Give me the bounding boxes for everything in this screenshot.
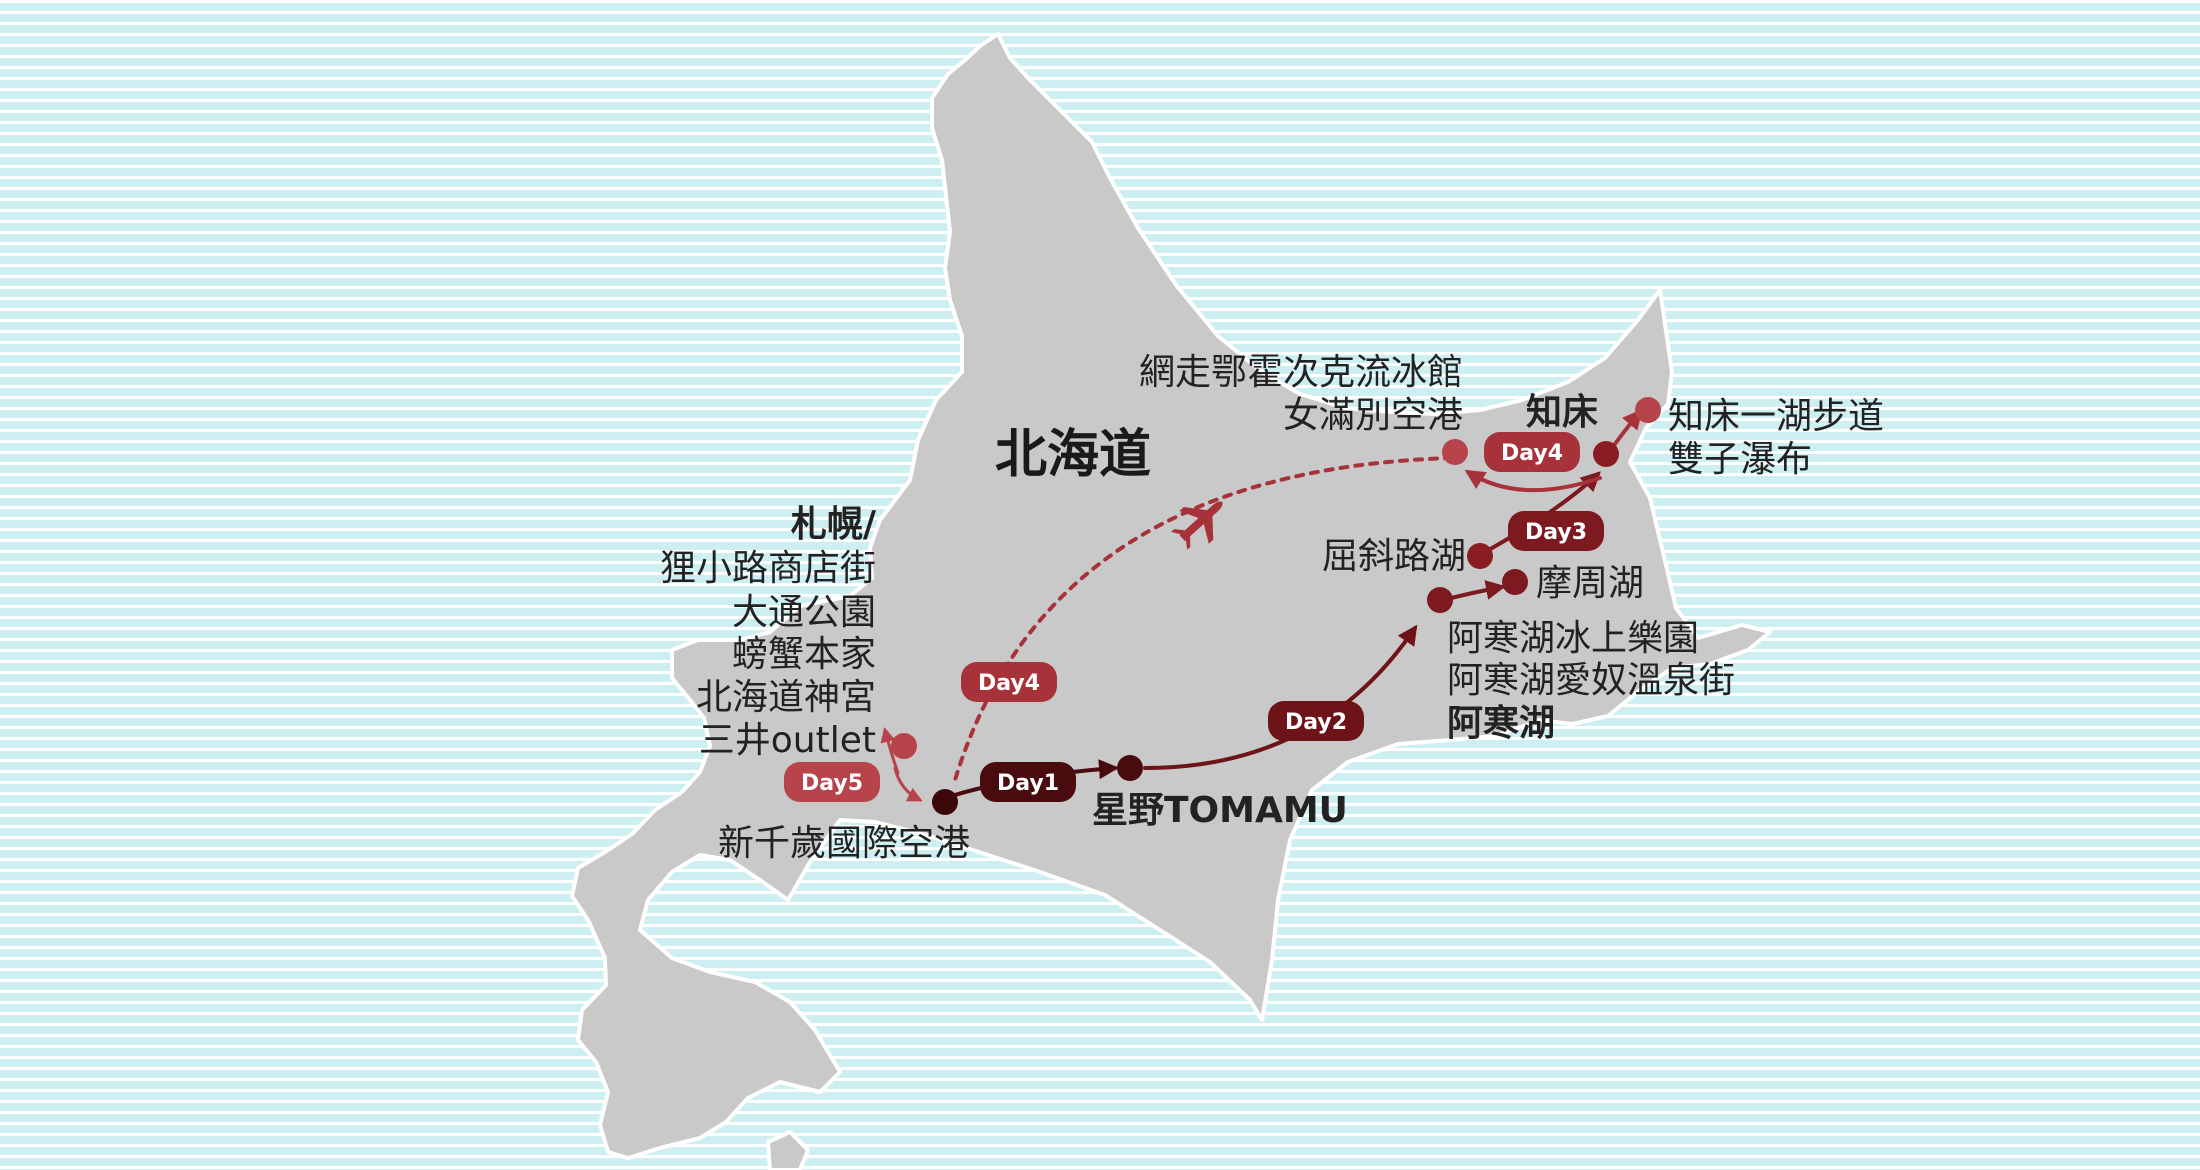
airplane-icon xyxy=(1171,501,1223,550)
label-kussharo: 屈斜路湖 xyxy=(1322,536,1466,577)
okushiri-island xyxy=(766,1130,810,1170)
day-pill-label: Day4 xyxy=(1501,441,1563,466)
day-pill-day2: Day2 xyxy=(1268,701,1364,741)
label-sapporo: 札幌/ xyxy=(791,504,877,545)
route-day4-flight xyxy=(953,456,1454,782)
day-pill-label: Day4 xyxy=(978,671,1040,696)
label-new-chitose-airport: 新千歲國際空港 xyxy=(718,823,970,864)
marker-tomamu xyxy=(1117,755,1143,781)
marker-kussharo xyxy=(1467,543,1493,569)
route-day5-back xyxy=(893,766,923,802)
stop-markers xyxy=(891,397,1661,815)
label-twin-waterfalls: 雙子瀑布 xyxy=(1668,439,1812,480)
label-memanbetsu-airport: 女滿別空港 xyxy=(1283,395,1463,436)
hokkaido-island xyxy=(570,32,1772,1160)
day-pill-day5: Day5 xyxy=(784,762,880,802)
day-pill-label: Day5 xyxy=(801,771,863,796)
day-pill-day4-flight: Day4 xyxy=(961,662,1057,702)
label-tomamu: 星野TOMAMU xyxy=(1092,790,1348,831)
day-pill-day1: Day1 xyxy=(980,762,1076,802)
route-day4-to-abashiri xyxy=(1464,469,1602,493)
land xyxy=(570,32,1772,1170)
place-labels: 札幌/ 狸小路商店街 大通公園 螃蟹本家 北海道神宮 三井outlet 新千歲國… xyxy=(660,352,1884,864)
marker-shiretoko-sights xyxy=(1635,397,1661,423)
marker-shiretoko xyxy=(1593,441,1619,467)
marker-mashu xyxy=(1502,569,1528,595)
marker-chitose xyxy=(932,789,958,815)
label-mitsui-outlet: 三井outlet xyxy=(699,720,876,761)
label-odori-park: 大通公園 xyxy=(732,592,876,633)
region-label: 北海道 xyxy=(995,425,1151,485)
marker-akan xyxy=(1427,587,1453,613)
label-mashu: 摩周湖 xyxy=(1536,563,1644,604)
day-pill-label: Day3 xyxy=(1525,520,1587,545)
label-akan-ice-park: 阿寒湖冰上樂園 xyxy=(1447,618,1699,659)
day-pill-label: Day2 xyxy=(1285,710,1347,735)
label-akan-ainu-kotan: 阿寒湖愛奴溫泉街 xyxy=(1447,660,1735,701)
marker-sapporo xyxy=(891,733,917,759)
day-pill-label: Day1 xyxy=(997,771,1059,796)
marker-abashiri xyxy=(1442,439,1468,465)
label-kani-honke: 螃蟹本家 xyxy=(732,634,876,675)
label-abashiri-museum: 網走鄂霍次克流冰館 xyxy=(1139,352,1463,393)
label-tanukikoji: 狸小路商店街 xyxy=(660,548,876,589)
day-pill-day3: Day3 xyxy=(1508,511,1604,551)
label-shiretoko: 知床 xyxy=(1526,392,1598,433)
label-hokkaido-shrine: 北海道神宮 xyxy=(696,677,876,718)
day-pill-day4-east: Day4 xyxy=(1484,432,1580,472)
label-shiretoko-lake-trail: 知床一湖步道 xyxy=(1668,396,1884,437)
label-akan: 阿寒湖 xyxy=(1447,703,1555,744)
